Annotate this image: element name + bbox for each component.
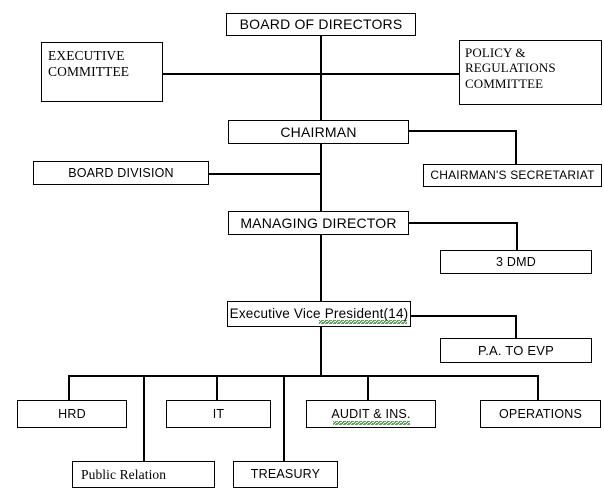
connector-md-to-3dmd-horizontal — [409, 222, 517, 224]
spellcheck-underline-audit — [333, 421, 410, 425]
node-label: Public Relation — [81, 466, 167, 482]
node-chairmans-secretariat[interactable]: CHAIRMAN'S SECRETARIAT — [423, 164, 602, 187]
node-label: IT — [212, 406, 225, 421]
node-label: EXECUTIVE COMMITTEE — [48, 48, 130, 79]
node-operations[interactable]: OPERATIONS — [480, 400, 601, 428]
node-label: Executive Vice President(14) — [229, 306, 409, 322]
node-treasury[interactable]: TREASURY — [233, 461, 338, 488]
connector-chairman-to-secretariat-horizontal — [409, 130, 516, 132]
node-managing-director[interactable]: MANAGING DIRECTOR — [228, 211, 409, 235]
connector-evp-to-division-bus — [320, 327, 322, 376]
connector-bus-to-it — [216, 375, 218, 400]
node-label: BOARD OF DIRECTORS — [239, 16, 403, 33]
node-public-relation[interactable]: Public Relation — [72, 461, 215, 488]
node-label: OPERATIONS — [498, 406, 583, 421]
spellcheck-underline-evp — [319, 320, 407, 324]
node-executive-committee[interactable]: EXECUTIVE COMMITTEE — [41, 42, 163, 102]
node-label: CHAIRMAN'S SECRETARIAT — [430, 168, 595, 183]
node-it[interactable]: IT — [166, 400, 271, 428]
node-label: CHAIRMAN — [280, 123, 357, 140]
node-chairman[interactable]: CHAIRMAN — [228, 120, 409, 144]
node-label: MANAGING DIRECTOR — [240, 214, 397, 231]
connector-board-division-to-spine — [209, 173, 321, 175]
connector-bus-to-treasury — [283, 375, 285, 461]
connector-chairman-to-md — [320, 144, 322, 211]
connector-evp-to-pa-vertical — [515, 315, 517, 338]
node-label-line-2: REGULATIONS — [465, 60, 556, 76]
connector-bus-to-operations — [537, 375, 539, 400]
node-label: 3 DMD — [496, 254, 536, 269]
node-label: TREASURY — [250, 467, 321, 482]
connector-bus-to-audit — [367, 375, 369, 400]
node-board-division[interactable]: BOARD DIVISION — [33, 161, 209, 185]
node-label-line-1: POLICY & — [465, 45, 526, 60]
node-pa-to-evp[interactable]: P.A. TO EVP — [440, 338, 592, 363]
node-label: BOARD DIVISION — [68, 165, 174, 180]
connector-bus-to-public-relation — [143, 375, 145, 461]
connector-division-bus — [68, 375, 538, 377]
connector-evp-to-pa-horizontal — [411, 315, 516, 317]
node-board-of-directors[interactable]: BOARD OF DIRECTORS — [226, 13, 416, 36]
node-label: AUDIT & INS. — [331, 406, 411, 421]
connector-bus-to-hrd — [68, 375, 70, 400]
node-policy-regulations-committee[interactable]: POLICY & REGULATIONS COMMITTEE — [459, 40, 602, 105]
connector-chairman-to-secretariat-vertical — [515, 130, 517, 164]
node-label: HRD — [58, 406, 86, 421]
connector-bod-to-chairman — [320, 35, 322, 120]
connector-committees-horizontal — [163, 73, 460, 75]
node-3-dmd[interactable]: 3 DMD — [440, 250, 592, 274]
connector-md-to-3dmd-vertical — [516, 222, 518, 250]
connector-md-to-evp — [320, 235, 322, 301]
node-label: P.A. TO EVP — [478, 342, 554, 358]
node-hrd[interactable]: HRD — [17, 400, 127, 428]
node-label-line-3: COMMITTEE — [465, 75, 544, 91]
